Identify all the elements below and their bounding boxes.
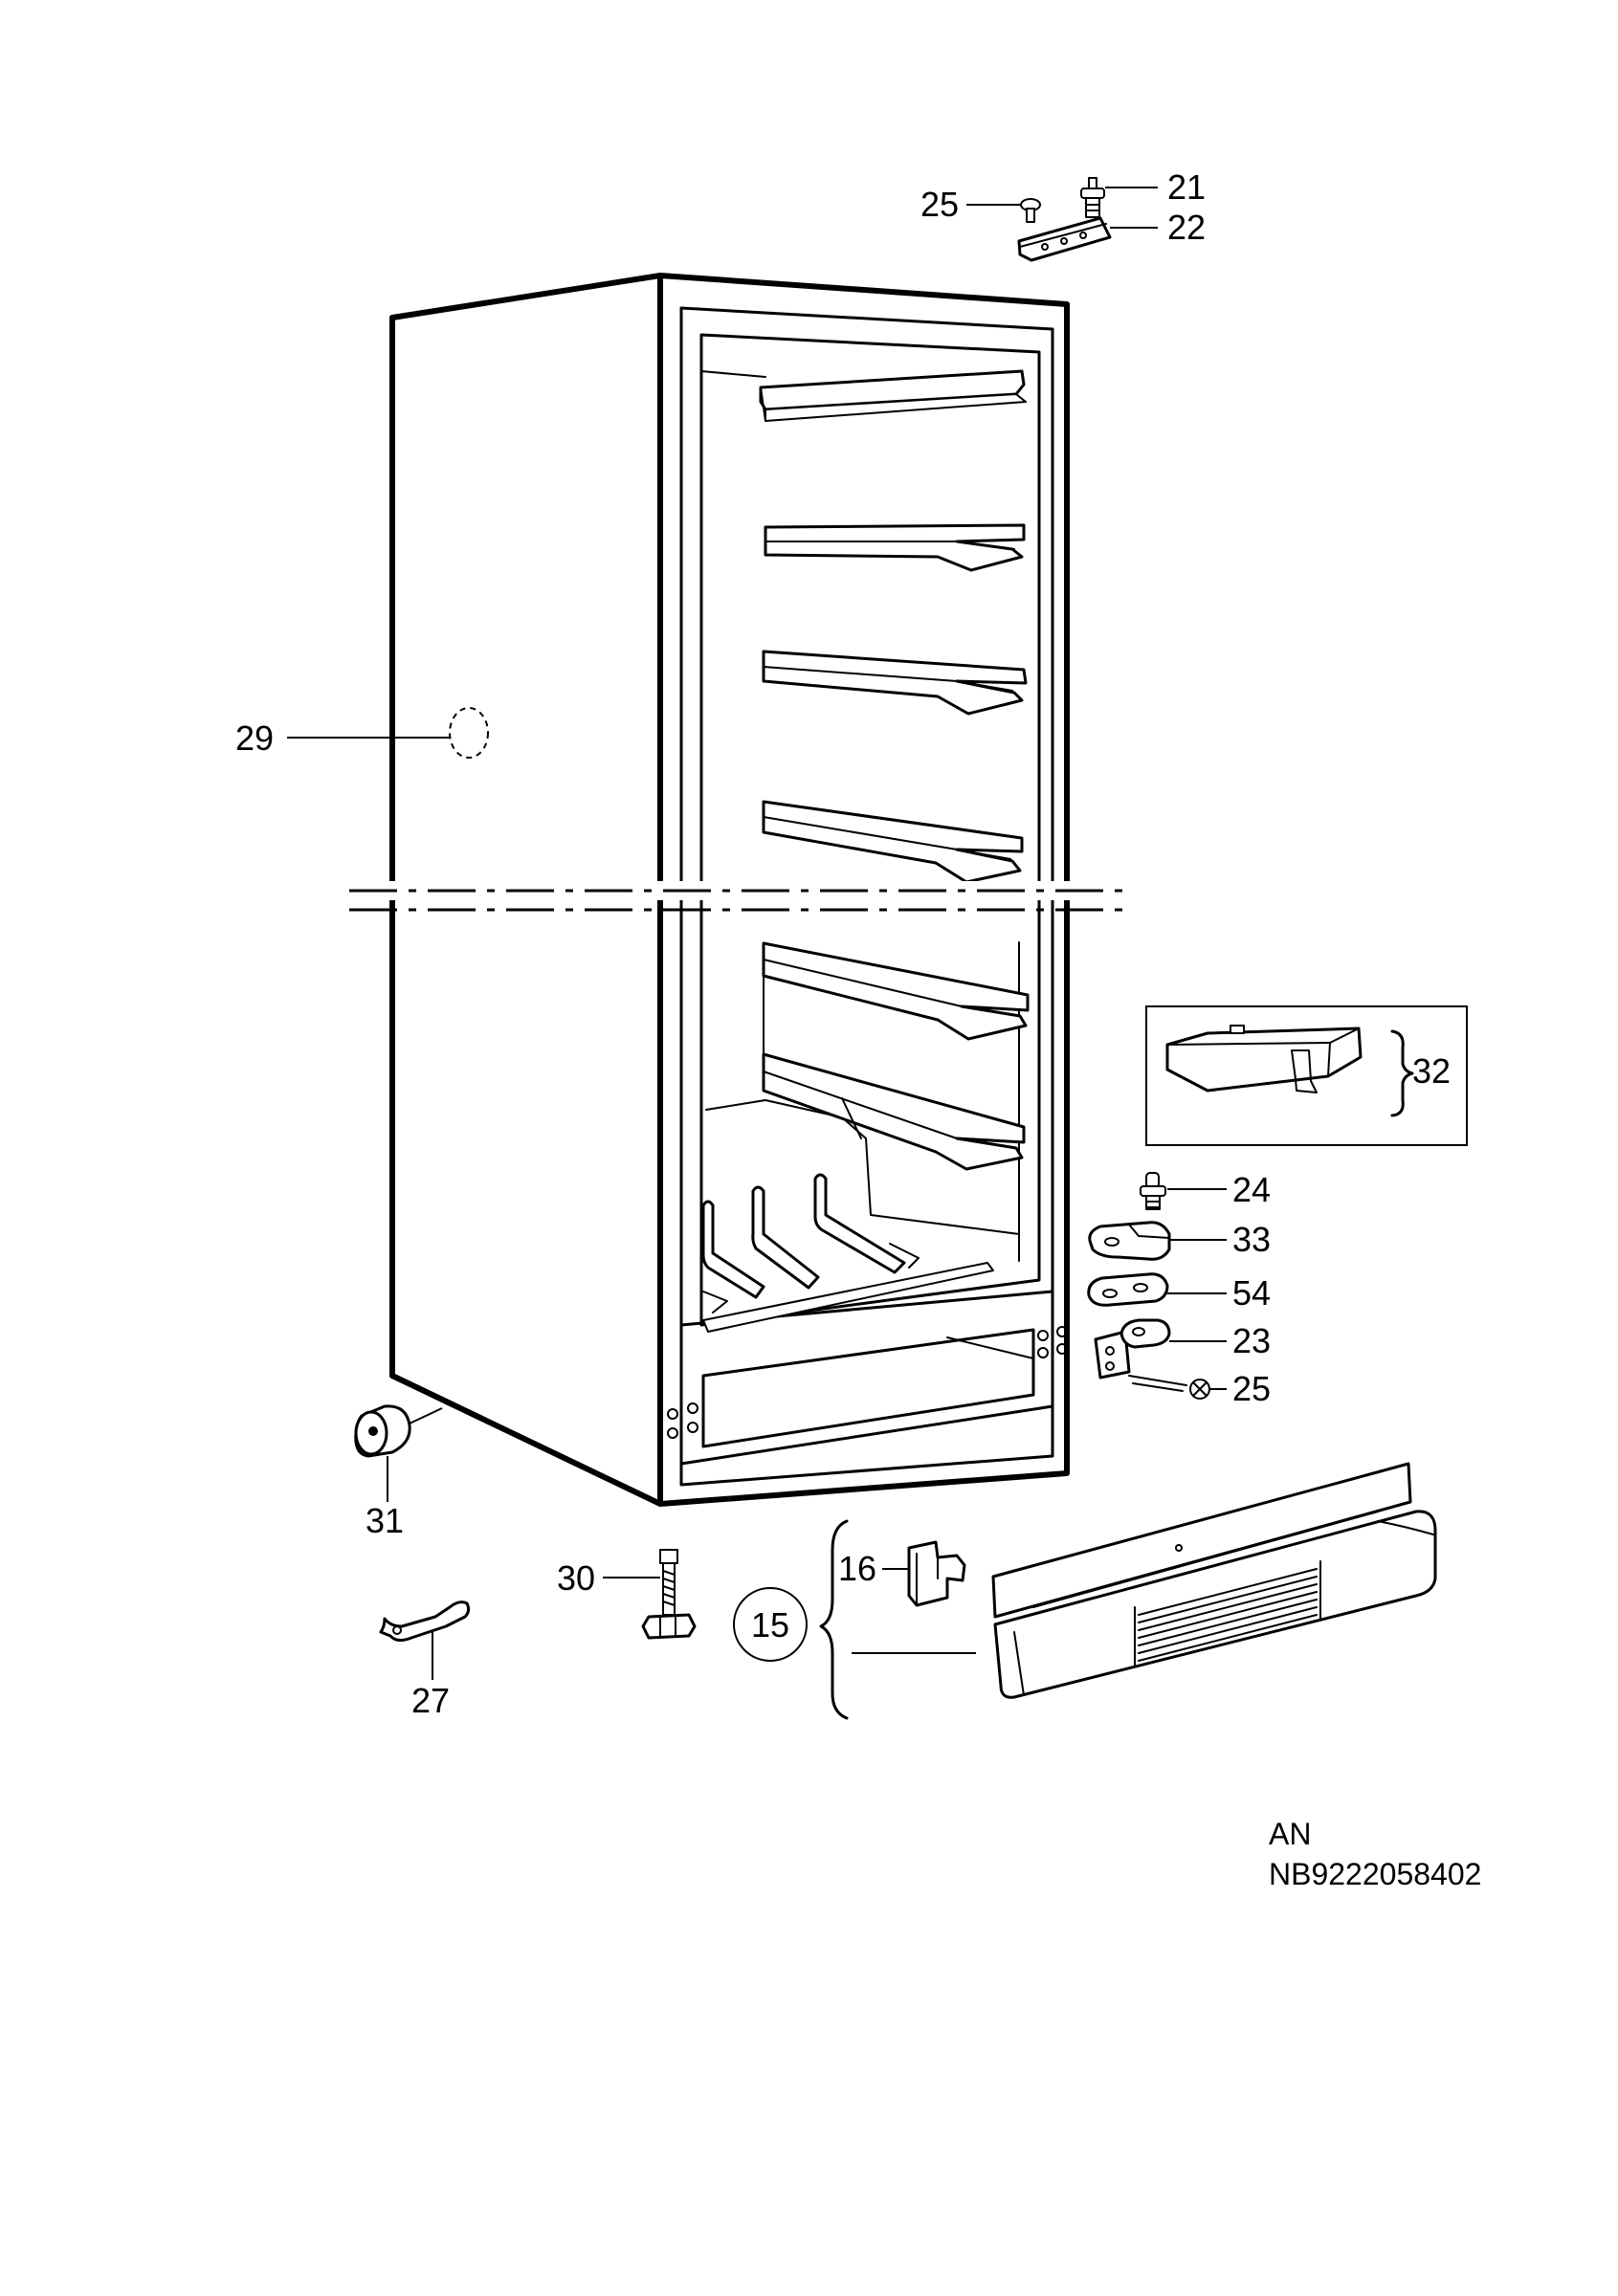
callout-29: 29	[235, 718, 274, 758]
part-54-spacer-plate	[1087, 1272, 1227, 1307]
break-lines	[349, 881, 1129, 912]
callout-30: 30	[557, 1558, 595, 1598]
part-25-screw-top	[966, 198, 1041, 223]
part-25-screw-bottom	[1128, 1375, 1227, 1400]
part-33-hinge-plate	[1088, 1221, 1227, 1261]
drawing-code-line-1: AN	[1269, 1817, 1311, 1851]
shelf-rail-6	[762, 1052, 1026, 1171]
shelf-rails	[759, 369, 1030, 1171]
cabinet-body	[389, 273, 1070, 1507]
callout-32: 32	[1412, 1051, 1451, 1091]
callout-24: 24	[1232, 1170, 1271, 1209]
shelf-rail-4	[762, 800, 1024, 884]
part-32-panel	[1145, 1005, 1468, 1146]
part-30-levelling-foot	[603, 1549, 697, 1640]
part-24-hinge-pin	[1140, 1172, 1227, 1210]
callout-22: 22	[1167, 208, 1206, 247]
callout-23: 23	[1232, 1321, 1271, 1360]
callout-labels: 21 22 25 29 32 24 33 54 23 25 31 30 16 1…	[235, 167, 1451, 1720]
drawing-code: AN NB9222058402	[1269, 1817, 1481, 1891]
part-29-marker	[287, 707, 489, 759]
callout-25-bottom: 25	[1232, 1369, 1271, 1408]
part-23-hinge-bracket	[1094, 1318, 1227, 1380]
callout-33: 33	[1232, 1220, 1271, 1259]
part-21-hinge-pin	[1080, 177, 1158, 218]
callout-31: 31	[366, 1501, 404, 1540]
frame-hinge-holes	[667, 1326, 1068, 1439]
part-27-wrench	[379, 1601, 471, 1680]
part-22-hinge-bracket	[1017, 216, 1158, 262]
callout-54: 54	[1232, 1273, 1271, 1313]
drawing-code-line-2: NB9222058402	[1269, 1857, 1481, 1891]
shelf-rail-2	[764, 523, 1026, 572]
shelf-rail-5	[762, 941, 1030, 1072]
callout-16: 16	[838, 1549, 876, 1588]
callout-21: 21	[1167, 167, 1206, 207]
part-31-foot	[354, 1404, 443, 1502]
callout-15: 15	[751, 1605, 789, 1645]
shelf-rail-1	[759, 369, 1027, 422]
callout-25-top: 25	[920, 185, 959, 224]
floor-plate-ribs	[701, 1173, 994, 1333]
part-16-clip	[882, 1540, 966, 1607]
part-15-grille	[733, 1462, 1437, 1720]
callout-27: 27	[411, 1681, 450, 1720]
shelf-rail-3	[762, 650, 1028, 716]
